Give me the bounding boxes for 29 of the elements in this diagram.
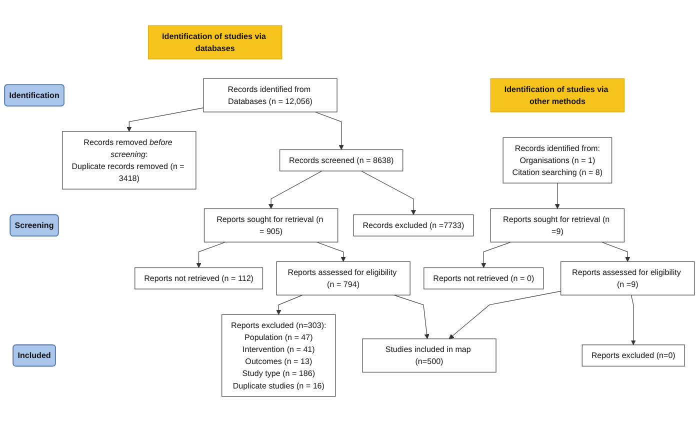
arrow xyxy=(268,170,322,209)
arrow xyxy=(630,294,636,346)
node-box: Records screened (n = 8638) xyxy=(279,149,404,172)
arrow xyxy=(394,294,430,340)
node-box: Identification of studies via databases xyxy=(148,25,282,60)
node-box: Identification of studies via other methods xyxy=(490,78,625,112)
arrow xyxy=(276,294,303,315)
arrow xyxy=(316,242,346,262)
node-box: Reports excluded (n=0) xyxy=(582,344,685,366)
node-box: Reports not retrieved (n = 0) xyxy=(424,267,544,290)
arrow xyxy=(601,242,630,262)
arrow xyxy=(196,242,226,268)
node-box: Records identified from: Organisations (n = 1) Citation searching (n = 8) xyxy=(502,137,612,184)
node-box: Records excluded (n =7733) xyxy=(353,214,474,236)
node-box: Reports excluded (n=303): Population (n = 47) Intervention (n = 41) Outcomes (n = 13) Study type (n = 186) Duplicate studies (n = 16) xyxy=(222,314,336,397)
node-box: Reports assessed for eligibility (n = 794) xyxy=(276,261,410,296)
node-box: Reports not retrieved (n = 112) xyxy=(134,267,264,290)
node-box: Reports assessed for eligibility (n =9) xyxy=(560,261,695,296)
node-box: Reports sought for retrieval (n = 905) xyxy=(204,208,338,242)
node-box: Records removed before screening: Duplicate records removed (n = 3418) xyxy=(62,131,196,190)
arrow xyxy=(126,108,204,132)
arrow xyxy=(554,182,560,209)
arrow xyxy=(314,112,344,150)
node-box: Reports sought for retrieval (n =9) xyxy=(490,208,625,242)
arrow xyxy=(481,242,512,268)
node-box: Records identified from Databases (n = 12,056) xyxy=(203,78,338,112)
arrow xyxy=(448,290,562,340)
node-box: Studies included in map (n=500) xyxy=(362,338,496,373)
arrow xyxy=(360,170,416,215)
